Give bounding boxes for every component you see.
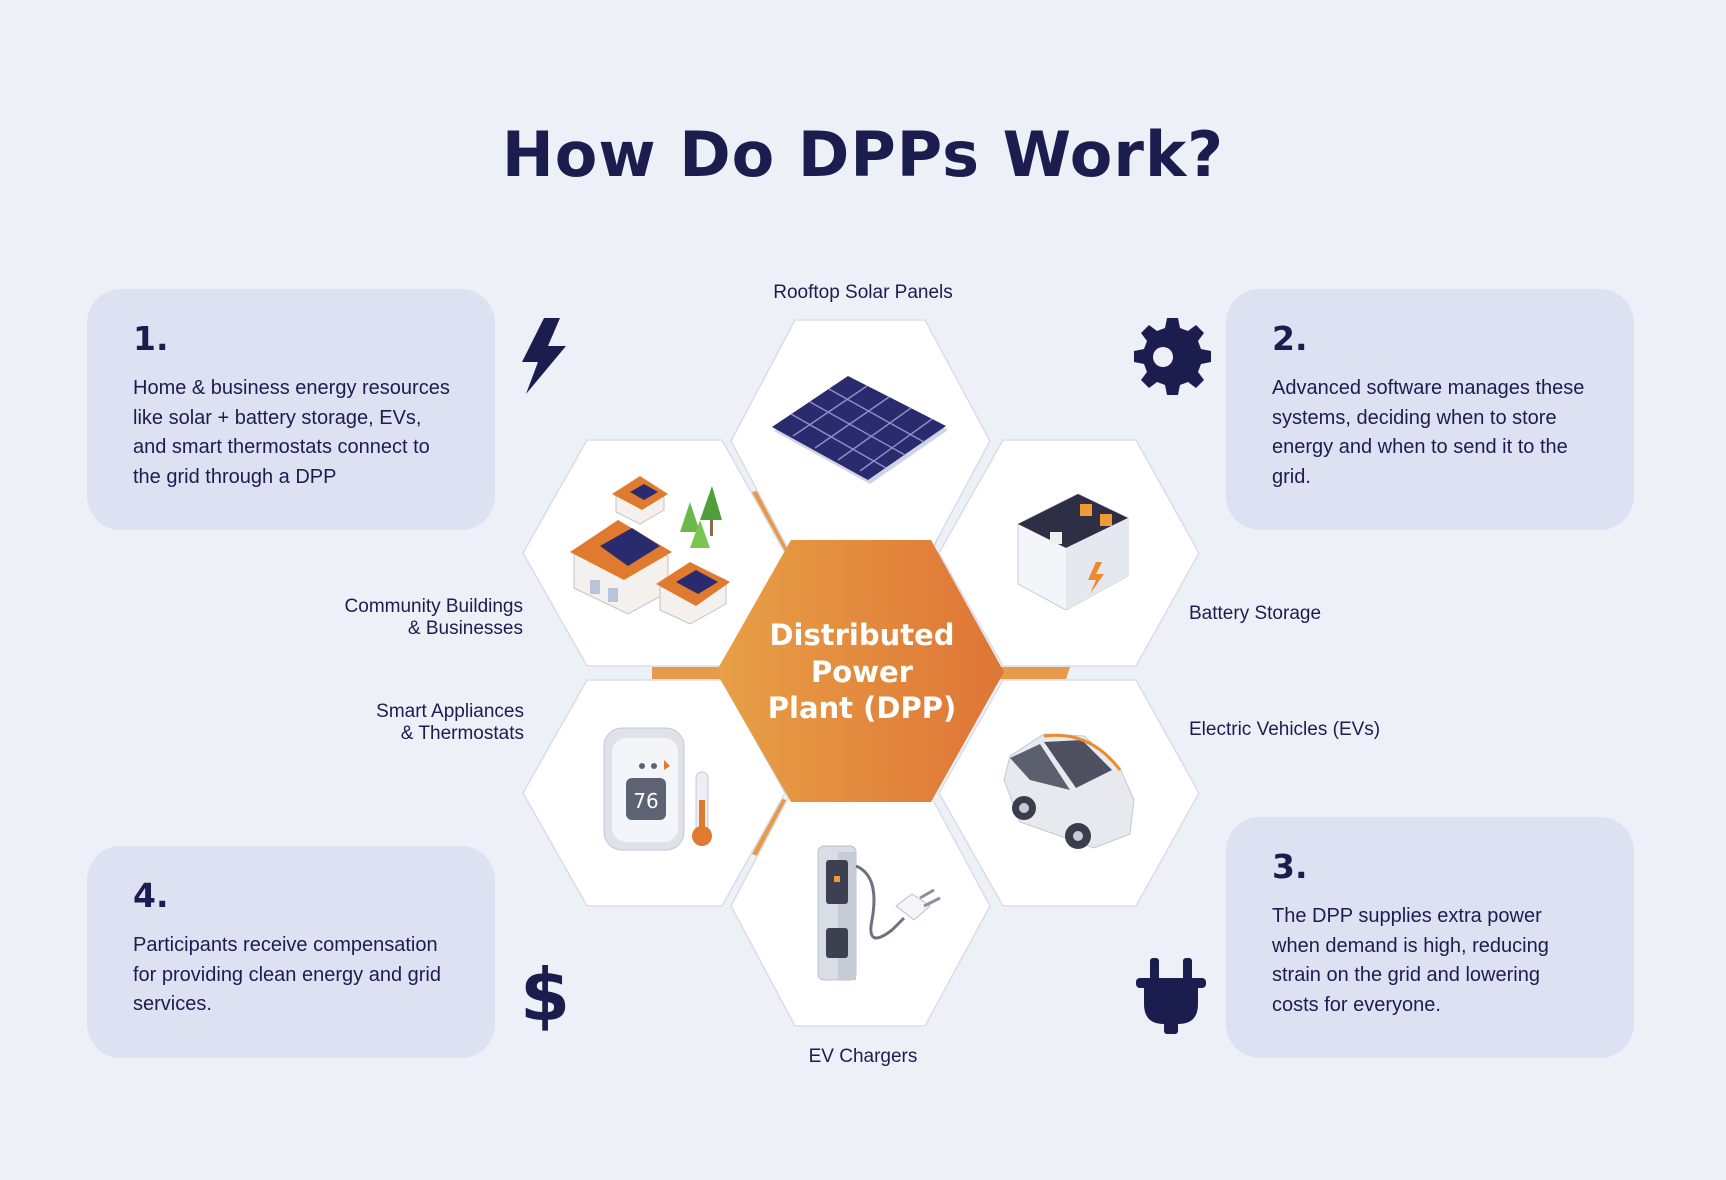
electric-car-icon — [1003, 733, 1135, 849]
step-text: Advanced software manages these systems,… — [1272, 377, 1585, 488]
thermostat-icon: 76 — [603, 727, 712, 851]
page-title: How Do DPPs Work? — [501, 118, 1225, 191]
step-card-4: 4. Participants receive compensation for… — [87, 846, 495, 1058]
label-community-buildings: Community Buildings & Businesses — [345, 596, 523, 640]
step-text: Home & business energy resources like so… — [133, 377, 450, 488]
step-card-3: 3. The DPP supplies extra power when dem… — [1226, 817, 1634, 1058]
plug-icon — [1136, 958, 1206, 1034]
ev-charger-icon — [817, 845, 941, 981]
center-title-line1: Distributed — [769, 618, 954, 652]
solar-panel-icon — [772, 376, 948, 484]
step-number: 2. — [1272, 319, 1308, 358]
label-smart-line2: & Thermostats — [400, 723, 524, 744]
label-community-line2: & Businesses — [407, 618, 523, 639]
label-community-line1: Community Buildings — [344, 596, 523, 617]
step-number: 4. — [133, 876, 169, 915]
step-text: The DPP supplies extra power when demand… — [1272, 905, 1549, 1016]
label-rooftop-solar: Rooftop Solar Panels — [773, 282, 953, 303]
svg-text:$: $ — [520, 953, 570, 1037]
label-smart-appliances: Smart Appliances & Thermostats — [376, 701, 524, 745]
thermostat-reading: 76 — [633, 789, 658, 813]
lightning-icon — [522, 318, 566, 394]
center-title-line2: Power — [811, 655, 914, 689]
step-number: 1. — [133, 319, 169, 358]
center-title-line3: Plant (DPP) — [768, 691, 956, 725]
step-number: 3. — [1272, 847, 1308, 886]
step-card-2: 2. Advanced software manages these syste… — [1226, 289, 1634, 530]
label-electric-vehicles: Electric Vehicles (EVs) — [1189, 719, 1381, 740]
dollar-icon: $ — [520, 953, 570, 1037]
community-buildings-icon — [570, 476, 730, 625]
label-ev-chargers: EV Chargers — [808, 1046, 918, 1067]
gear-icon — [1134, 318, 1211, 395]
resource-hexagons — [522, 319, 1200, 1027]
step-text: Participants receive compensation for pr… — [133, 934, 441, 1015]
step-card-1: 1. Home & business energy resources like… — [87, 289, 495, 530]
label-battery-storage: Battery Storage — [1189, 603, 1322, 624]
battery-icon — [1017, 493, 1129, 611]
label-smart-line1: Smart Appliances — [376, 701, 524, 722]
center-hexagon — [716, 540, 1004, 802]
